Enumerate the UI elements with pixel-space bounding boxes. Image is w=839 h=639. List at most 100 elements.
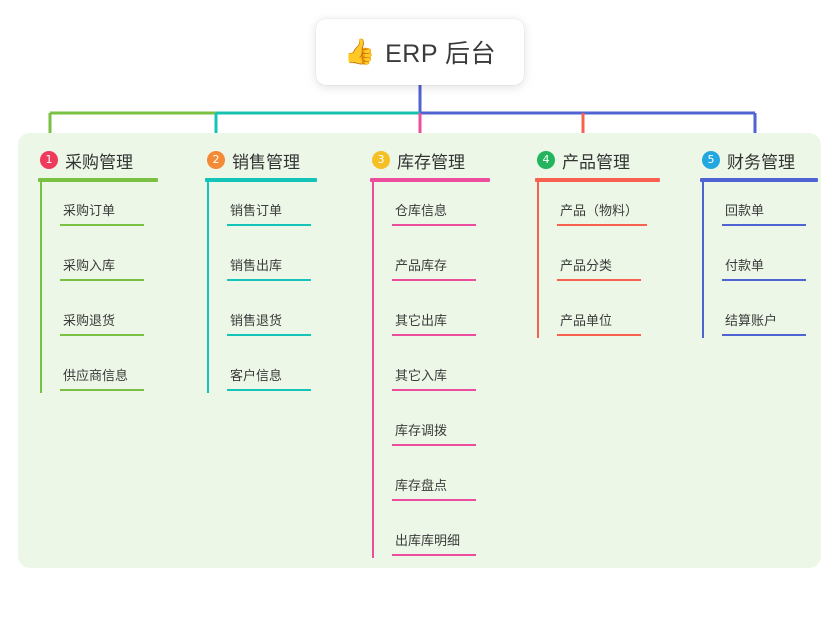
branch-number-badge: 5	[702, 151, 720, 169]
branch-header-underline	[38, 178, 158, 182]
leaf-item[interactable]: 产品单位	[557, 310, 641, 336]
leaf-item[interactable]: 供应商信息	[60, 365, 144, 391]
leaf-item[interactable]: 产品库存	[392, 255, 476, 281]
branch-column-5: 5 财务管理回款单付款单结算账户	[700, 145, 818, 419]
branch-column-1: 1 采购管理采购订单采购入库采购退货供应商信息	[38, 145, 158, 474]
leaf-item-underline	[392, 224, 476, 226]
branch-item-list: 采购订单采购入库采购退货供应商信息	[38, 182, 158, 474]
branch-header-underline	[370, 178, 490, 182]
branch-number-badge: 4	[537, 151, 555, 169]
leaf-item[interactable]: 销售出库	[227, 255, 311, 281]
branch-column-4: 4 产品管理产品（物料） 产品分类产品单位	[535, 145, 660, 419]
leaf-item-underline	[392, 444, 476, 446]
branch-item-list: 回款单付款单结算账户	[700, 182, 818, 419]
leaf-item-label: 结算账户	[725, 313, 778, 328]
leaf-item-underline	[60, 334, 144, 336]
leaf-item-label: 回款单	[725, 203, 765, 218]
branch-item-list: 仓库信息产品库存其它出库其它入库库存调拨库存盘点出库库明细	[370, 182, 490, 639]
leaf-item-label: 销售出库	[230, 258, 283, 273]
branch-title: 财务管理	[727, 152, 795, 172]
leaf-item[interactable]: 其它出库	[392, 310, 476, 336]
leaf-item-label: 其它出库	[395, 313, 448, 328]
leaf-item-underline	[392, 334, 476, 336]
branch-number-badge: 2	[207, 151, 225, 169]
leaf-item-underline	[722, 224, 806, 226]
leaf-item-underline	[227, 279, 311, 281]
leaf-item-underline	[227, 389, 311, 391]
leaf-item-underline	[392, 499, 476, 501]
leaf-item[interactable]: 采购订单	[60, 200, 144, 226]
branch-header-2[interactable]: 2 销售管理	[205, 145, 317, 175]
leaf-item[interactable]: 客户信息	[227, 365, 311, 391]
leaf-item-label: 产品（物料）	[560, 203, 639, 218]
branch-title: 库存管理	[397, 152, 465, 172]
leaf-item[interactable]: 付款单	[722, 255, 806, 281]
leaf-item-label: 库存调拨	[395, 423, 448, 438]
branch-header-5[interactable]: 5 财务管理	[700, 145, 818, 175]
branch-header-1[interactable]: 1 采购管理	[38, 145, 158, 175]
leaf-item-underline	[227, 334, 311, 336]
leaf-item[interactable]: 回款单	[722, 200, 806, 226]
leaf-item[interactable]: 产品分类	[557, 255, 641, 281]
thumbs-up-icon: 👍	[343, 37, 376, 66]
leaf-item[interactable]: 结算账户	[722, 310, 806, 336]
branch-item-list: 销售订单销售出库销售退货客户信息	[205, 182, 317, 474]
leaf-item-underline	[60, 389, 144, 391]
root-node-title: ERP 后台	[385, 40, 497, 68]
root-node-card[interactable]: 👍 ERP 后台	[316, 19, 524, 85]
leaf-item-label: 客户信息	[230, 368, 283, 383]
leaf-item-underline	[60, 279, 144, 281]
branch-spine	[537, 182, 539, 338]
leaf-item-label: 采购订单	[63, 203, 116, 218]
branch-spine	[207, 182, 209, 393]
leaf-item-underline	[557, 224, 647, 226]
leaf-item-underline	[557, 279, 641, 281]
branch-column-2: 2 销售管理销售订单销售出库销售退货客户信息	[205, 145, 317, 474]
branch-number-badge: 1	[40, 151, 58, 169]
leaf-item-label: 销售退货	[230, 313, 283, 328]
leaf-item-underline	[60, 224, 144, 226]
leaf-item-label: 产品分类	[560, 258, 613, 273]
branch-header-3[interactable]: 3 库存管理	[370, 145, 490, 175]
branch-title: 产品管理	[562, 152, 630, 172]
branch-item-list: 产品（物料） 产品分类产品单位	[535, 182, 660, 419]
branch-header-4[interactable]: 4 产品管理	[535, 145, 660, 175]
leaf-item[interactable]: 其它入库	[392, 365, 476, 391]
branch-header-underline	[535, 178, 660, 182]
leaf-item-label: 采购退货	[63, 313, 116, 328]
leaf-item-label: 付款单	[725, 258, 765, 273]
leaf-item-underline	[722, 279, 806, 281]
leaf-item-underline	[227, 224, 311, 226]
leaf-item[interactable]: 出库库明细	[392, 530, 476, 556]
leaf-item[interactable]: 采购入库	[60, 255, 144, 281]
leaf-item-label: 出库库明细	[395, 533, 461, 548]
leaf-item-underline	[722, 334, 806, 336]
mindmap-panel: 1 采购管理采购订单采购入库采购退货供应商信息 2 销售管理销售订单销售出库销售退货客…	[18, 133, 821, 568]
leaf-item-underline	[557, 334, 641, 336]
leaf-item[interactable]: 库存调拨	[392, 420, 476, 446]
leaf-item[interactable]: 销售退货	[227, 310, 311, 336]
leaf-item-label: 其它入库	[395, 368, 448, 383]
branch-spine	[372, 182, 374, 558]
leaf-item-label: 库存盘点	[395, 478, 448, 493]
branch-number-badge: 3	[372, 151, 390, 169]
leaf-item-label: 产品单位	[560, 313, 613, 328]
leaf-item-label: 仓库信息	[395, 203, 448, 218]
leaf-item[interactable]: 库存盘点	[392, 475, 476, 501]
leaf-item[interactable]: 采购退货	[60, 310, 144, 336]
branch-header-underline	[205, 178, 317, 182]
leaf-item-label: 供应商信息	[63, 368, 129, 383]
branch-spine	[702, 182, 704, 338]
leaf-item-label: 采购入库	[63, 258, 116, 273]
leaf-item-underline	[392, 279, 476, 281]
leaf-item-label: 销售订单	[230, 203, 283, 218]
leaf-item[interactable]: 仓库信息	[392, 200, 476, 226]
branch-header-underline	[700, 178, 818, 182]
leaf-item[interactable]: 产品（物料）	[557, 200, 647, 226]
branch-title: 采购管理	[65, 152, 133, 172]
leaf-item[interactable]: 销售订单	[227, 200, 311, 226]
branch-title: 销售管理	[232, 152, 300, 172]
leaf-item-underline	[392, 389, 476, 391]
leaf-item-label: 产品库存	[395, 258, 448, 273]
leaf-item-underline	[392, 554, 476, 556]
